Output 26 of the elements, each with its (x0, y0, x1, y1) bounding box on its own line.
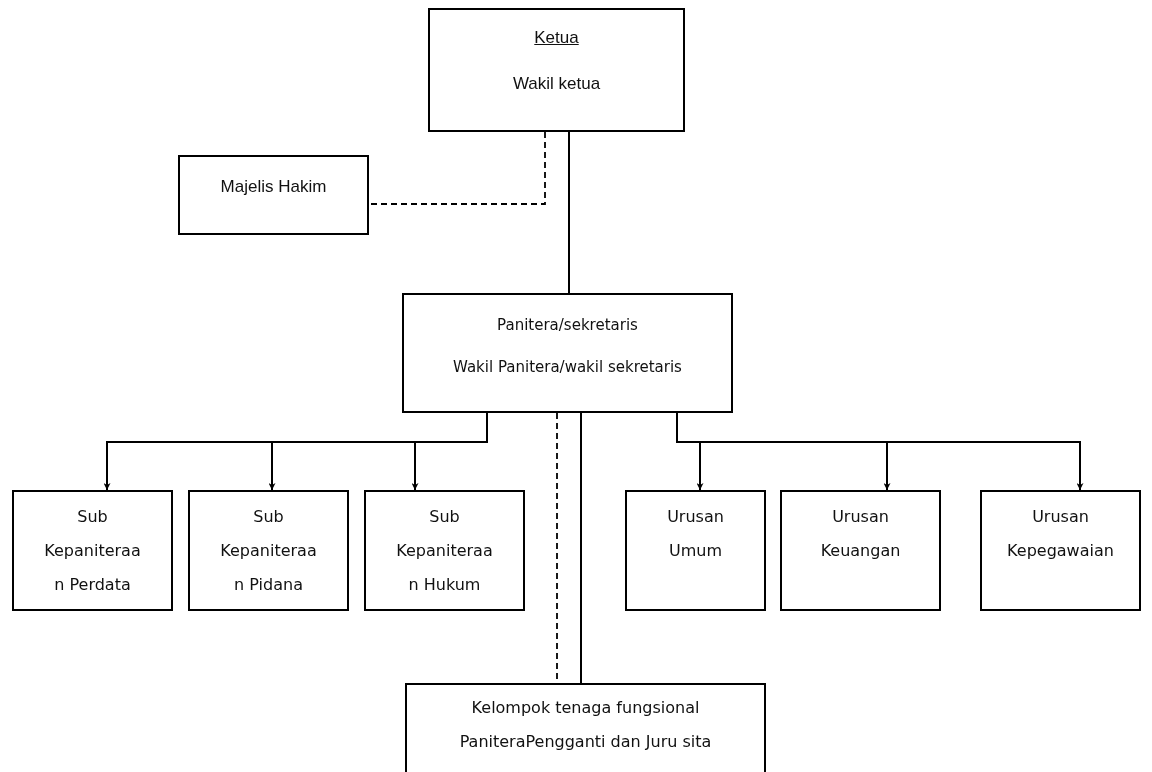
org-box (780, 490, 941, 611)
org-box (12, 490, 173, 611)
box-title: Panitera/sekretaris (497, 315, 638, 336)
box-subtitle: Wakil Panitera/wakil sekretaris (453, 357, 682, 378)
connector-line (580, 412, 582, 684)
box-subtitle: Wakil ketua (512, 73, 601, 95)
box-title: Kelompok tenaga fungsional PaniteraPengganti dan Juru sita (458, 697, 713, 753)
box-title: Urusan Keuangan (819, 506, 902, 562)
box-title: Ketua (534, 27, 579, 49)
org-box (405, 683, 766, 772)
connector-line (368, 131, 546, 205)
org-box (178, 155, 369, 235)
box-title: Sub Kepaniteraa n Perdata (43, 506, 142, 596)
box-title: Sub Kepaniteraa n Hukum (395, 506, 494, 596)
connector-line (568, 131, 570, 294)
box-title: Majelis Hakim (220, 176, 327, 198)
box-title: Urusan Umum (666, 506, 725, 562)
org-box (364, 490, 525, 611)
arrow (411, 412, 488, 491)
org-box (402, 293, 733, 413)
box-title: Urusan Kepegawaian (1006, 506, 1115, 562)
org-box (980, 490, 1141, 611)
box-title: Sub Kepaniteraa n Pidana (219, 506, 318, 596)
org-box (428, 8, 685, 132)
org-box (625, 490, 766, 611)
org-box (188, 490, 349, 611)
